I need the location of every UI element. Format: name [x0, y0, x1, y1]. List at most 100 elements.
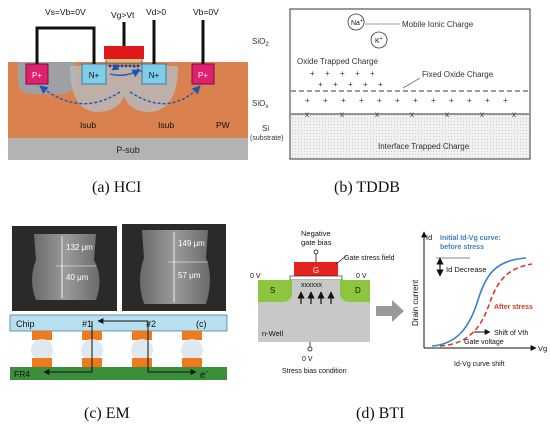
em-current-path-1 — [43, 321, 93, 375]
bti-id-decrease-label: Id Decrease — [446, 265, 486, 274]
hci-carrier-arrow-2 — [111, 63, 143, 73]
hci-pplus-left-label: P+ — [32, 71, 42, 80]
tddb-mobile-label: Mobile Ionic Charge — [402, 20, 474, 29]
bti-gate-field-label: Gate stress field — [344, 255, 395, 262]
svg-text:+: + — [341, 96, 346, 105]
em-fr4-label: FR4 — [14, 369, 30, 379]
tddb-diagram: SiO2 SiOx Si (substrate) Na+ K+ Mobile I… — [250, 8, 531, 160]
svg-text:+: + — [310, 69, 315, 78]
hci-vd-label: Vd>0 — [146, 7, 166, 17]
svg-text:x: x — [305, 110, 309, 119]
bti-nwell-label: n-Well — [262, 329, 283, 338]
tddb-fixed-label: Fixed Oxide Charge — [422, 70, 494, 79]
caption-d: (d) BTI — [356, 405, 404, 422]
bti-source — [258, 280, 292, 302]
hci-isub-left-label: Isub — [80, 120, 96, 130]
bti-field-leader — [335, 255, 347, 265]
bti-drain — [340, 280, 370, 302]
em-chip — [9, 314, 228, 332]
tddb-oxide-trapped-charges: +++++ +++++ — [310, 69, 383, 89]
svg-text:+: + — [359, 96, 364, 105]
em-fr4 — [10, 367, 227, 380]
em-marker-1: #1 — [82, 319, 92, 329]
em-dim-57: 57 μm — [178, 271, 201, 280]
em-marker-2: #2 — [146, 319, 156, 329]
caption-a: (a) HCI — [92, 179, 141, 196]
tddb-oxide-trapped-label: Oxide Trapped Charge — [297, 57, 378, 66]
svg-text:+: + — [431, 96, 436, 105]
svg-text:+: + — [318, 80, 323, 89]
hci-gate — [104, 46, 144, 59]
svg-text:+: + — [340, 69, 345, 78]
bti-stress-diagram: Negative gate bias G Gate stress field S… — [250, 229, 404, 375]
svg-text:+: + — [378, 80, 383, 89]
tddb-fixed-charges: ++++ ++++ ++++ — [305, 96, 508, 105]
tddb-substrate-label: (substrate) — [250, 135, 283, 142]
em-bump-left — [32, 234, 100, 300]
svg-text:+: + — [305, 96, 310, 105]
bti-initial-curve-2: before stress — [440, 244, 484, 251]
hci-psub — [8, 138, 248, 160]
tddb-na-ion — [347, 13, 365, 31]
hci-diagram: P-sub N+ N+ P+ P+ Vs=Vb=0V Vg>Vt Vd>0 Vb… — [8, 7, 248, 160]
bti-field-arrows — [297, 291, 335, 304]
bti-initial-curve-1: Initial Id-Vg curve: — [440, 235, 501, 242]
bti-gate — [294, 262, 338, 276]
bti-trap-marks: xxxxxx — [301, 282, 323, 289]
bti-zero-bottom: 0 V — [302, 356, 313, 363]
svg-text:+: + — [363, 80, 368, 89]
em-electron-label: e- — [200, 369, 209, 381]
bti-curve-after — [439, 263, 533, 347]
bti-neg-bias-1: Negative — [301, 229, 331, 238]
svg-text:+: + — [413, 96, 418, 105]
svg-text:+: + — [333, 80, 338, 89]
hci-carrier-arrow-1 — [109, 69, 141, 78]
hci-isub-left-arrow — [39, 85, 121, 105]
tddb-fixed-leader — [402, 77, 421, 89]
bti-body-terminal — [307, 346, 313, 352]
svg-text:+: + — [449, 96, 454, 105]
tddb-na-label: Na+ — [351, 18, 363, 27]
svg-text:x: x — [480, 110, 484, 119]
svg-text:+: + — [355, 69, 360, 78]
hci-source-wire — [35, 26, 96, 64]
svg-text:+: + — [467, 96, 472, 105]
hci-psub-label: P-sub — [116, 145, 140, 155]
svg-text:+: + — [377, 96, 382, 105]
em-dim-132: 132 μm — [66, 243, 93, 252]
svg-text:+: + — [370, 69, 375, 78]
bti-id-vg-plot: Id Vg Drain current Initial Id-Vg curve:… — [411, 231, 547, 368]
tddb-substrate — [291, 114, 529, 158]
bti-stress-condition: Stress bias condition — [282, 368, 347, 375]
hci-isub-right-label: Isub — [158, 120, 174, 130]
bti-drain-current-label: Drain current — [411, 279, 420, 326]
tddb-k-ion — [370, 31, 388, 49]
bti-gate-label: G — [313, 266, 319, 275]
hci-vs-label: Vs=Vb=0V — [45, 7, 86, 17]
bti-curve-shift-label: Id-Vg curve shift — [454, 361, 505, 368]
hci-nplus-right-label: N+ — [149, 71, 160, 80]
svg-text:+: + — [325, 69, 330, 78]
bti-transition-arrow — [376, 300, 404, 322]
bti-gate-voltage-label: Gate voltage — [464, 339, 504, 346]
tddb-k-label: K+ — [375, 36, 383, 45]
bti-oxide — [289, 275, 343, 281]
bti-zero-right: 0 V — [356, 273, 367, 280]
caption-b: (b) TDDB — [334, 179, 400, 196]
hci-vb-label: Vb=0V — [193, 7, 219, 17]
em-dim-149: 149 μm — [178, 239, 205, 248]
bti-drain-label: D — [355, 286, 361, 295]
bti-zero-left: 0 V — [250, 273, 261, 280]
svg-text:+: + — [503, 96, 508, 105]
bti-neg-bias-2: gate bias — [301, 238, 332, 247]
svg-text:+: + — [348, 80, 353, 89]
bti-gate-terminal — [313, 249, 319, 255]
em-diagram: 132 μm 40 μm 149 μm 57 μm Chip #1 #2 (c)… — [9, 224, 228, 381]
svg-text:+: + — [323, 96, 328, 105]
svg-text:+: + — [395, 96, 400, 105]
bti-shift-label: Shift of Vth — [494, 330, 528, 337]
bti-after-label: After stress — [494, 304, 533, 311]
